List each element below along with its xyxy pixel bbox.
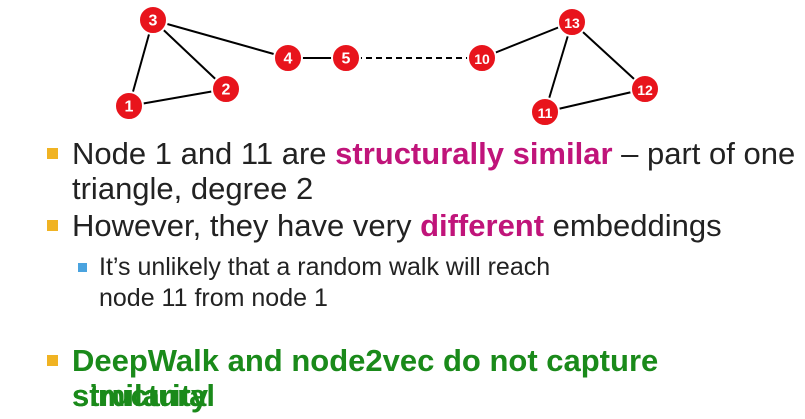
node-12: 12: [630, 74, 660, 104]
node-1-circle: [114, 91, 144, 121]
bullet-2-text-pre: However, they have very: [72, 208, 421, 243]
node-2: 2: [211, 74, 241, 104]
node-13-circle: [557, 7, 587, 37]
node-10-label: 10: [474, 51, 490, 67]
bullet-square-3: [47, 355, 58, 366]
node-1-label: 1: [125, 99, 134, 116]
bullet-2-emphasis: different: [420, 208, 545, 243]
bullet-1-text-pre: Node 1 and 11 are: [72, 136, 336, 171]
node-4-label: 4: [284, 51, 293, 68]
node-2-label: 2: [222, 82, 231, 99]
node-4-circle: [273, 43, 303, 73]
node-11-circle: [530, 97, 560, 125]
bullet-square-1: [47, 148, 58, 159]
node-11: 11: [530, 97, 560, 125]
node-12-label: 12: [637, 82, 653, 98]
node-5: 5: [331, 43, 361, 73]
node-10-circle: [467, 43, 497, 73]
node-1: 1: [114, 91, 144, 121]
sub-bullet-line-1: It’s unlikely that a random walk will re…: [99, 253, 551, 281]
node-13: 13: [557, 7, 587, 37]
edge-n11-n12: [544, 88, 646, 113]
bullet-1-line-1: Node 1 and 11 are structurally similar –…: [72, 136, 795, 171]
edge-n13-n11: [544, 21, 573, 113]
edge-n13-n12: [571, 21, 646, 90]
bullet-2-line: However, they have very different embedd…: [72, 208, 722, 243]
node-4: 4: [273, 43, 303, 73]
sub-bullet-line-2: node 11 from node 1: [99, 284, 328, 312]
node-3: 3: [138, 5, 168, 35]
bullet-square-2: [47, 220, 58, 231]
bullet-3-line-1: DeepWalk and node2vec do not capture str…: [72, 343, 659, 413]
graph-edges: [128, 19, 646, 113]
node-12-circle: [630, 74, 660, 104]
node-13-label: 13: [564, 15, 580, 31]
bullet-1-line-2: triangle, degree 2: [72, 171, 314, 206]
sub-bullet-square: [78, 263, 87, 272]
edge-n1-n2: [128, 88, 227, 107]
node-5-label: 5: [342, 51, 351, 68]
edge-n3-n4: [152, 19, 289, 59]
node-2-circle: [211, 74, 241, 104]
bullet-1-emphasis: structurally similar: [335, 136, 613, 171]
node-11-label: 11: [538, 105, 553, 121]
edge-n3-n2: [152, 19, 227, 90]
node-3-label: 3: [149, 13, 158, 30]
bullet-3-line-2: similarity: [72, 378, 209, 413]
node-5-circle: [331, 43, 361, 73]
bullet-2-text-post: embeddings: [544, 208, 722, 243]
bullet-1-text-post: – part of one: [612, 136, 796, 171]
node-3-circle: [138, 5, 168, 35]
node-10: 10: [467, 43, 497, 73]
edge-n10-n13: [481, 21, 573, 59]
